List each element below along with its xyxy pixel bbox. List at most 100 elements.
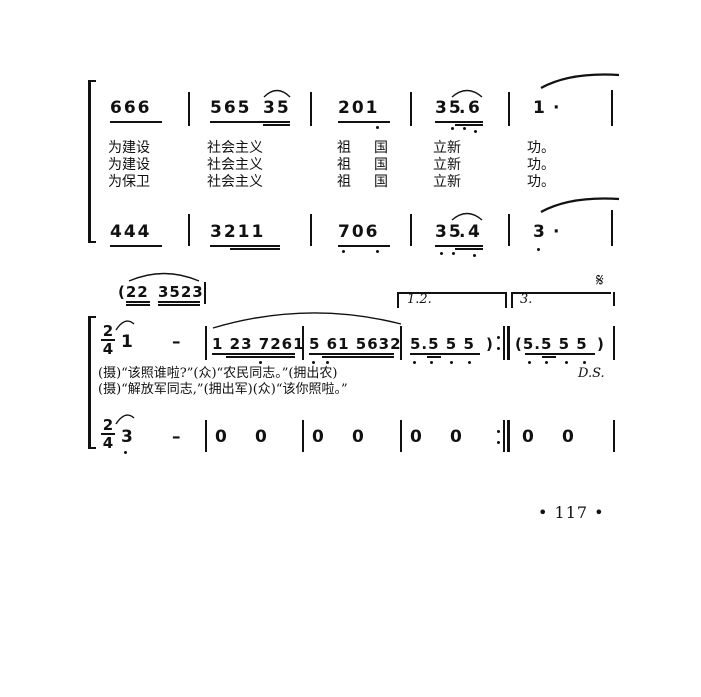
- note-dash: –: [172, 332, 183, 352]
- barline: [188, 214, 190, 246]
- volta-1-2-label: 1.2.: [407, 292, 432, 307]
- volta-3-right: [613, 292, 615, 306]
- barline: [400, 326, 402, 360]
- barline: [410, 214, 412, 246]
- segno-icon: 𝄋: [596, 270, 604, 291]
- rest: 0: [352, 427, 366, 447]
- underline: [435, 245, 483, 247]
- spoken-dialogue: (摄)“该照谁啦?”(众)“农民同志。”(拥出农): [98, 366, 338, 381]
- rest: 0: [255, 427, 269, 447]
- note-dash: ·: [553, 222, 562, 242]
- time-sig-denominator: 4: [102, 433, 114, 452]
- lyric: 国: [374, 157, 388, 173]
- octave-dot: [124, 451, 127, 454]
- barline: [188, 92, 190, 126]
- octave-dot: [528, 361, 531, 364]
- lyric: 国: [374, 174, 388, 190]
- barline: [508, 92, 510, 126]
- underline: [427, 356, 441, 358]
- rest: 0: [410, 427, 424, 447]
- underline: [338, 245, 390, 247]
- barline: [611, 210, 613, 246]
- lyric: 社会主义: [207, 174, 263, 190]
- underline: [455, 124, 483, 126]
- octave-dot: [451, 127, 454, 130]
- underline: [455, 248, 483, 250]
- lyric: 立新: [433, 157, 461, 173]
- rest: 0: [312, 427, 326, 447]
- barline: [310, 92, 312, 126]
- grace-notes-3523: 3523: [158, 283, 204, 301]
- time-signature: 2 4: [101, 324, 115, 356]
- lyric: 立新: [433, 174, 461, 190]
- underline: [158, 304, 200, 306]
- note-group-565: 565: [210, 98, 252, 118]
- octave-dot: [440, 252, 443, 255]
- barline: [613, 326, 615, 360]
- slur: [263, 89, 291, 98]
- octave-dot: [430, 361, 433, 364]
- repeat-end-thick: [507, 420, 510, 452]
- underline: [338, 121, 390, 123]
- octave-dot: [537, 248, 540, 251]
- octave-dot: [468, 361, 471, 364]
- note-group-3211: 3211: [210, 222, 266, 242]
- note-group-706: 706: [338, 222, 380, 242]
- grace-bar: [204, 282, 206, 304]
- underline: [110, 121, 162, 123]
- octave-dot: [326, 361, 329, 364]
- note-3: 3: [121, 427, 135, 447]
- lyric: 国: [374, 140, 388, 156]
- volta-1-2-top: [397, 292, 507, 294]
- underline: [309, 353, 394, 355]
- note-group-5-61-5632: 5 61 5632: [309, 335, 402, 353]
- rest: 0: [562, 427, 576, 447]
- underline: [110, 245, 162, 247]
- note-group-5-5-5-5: 5.5 5 5: [410, 335, 475, 353]
- octave-dot: [376, 250, 379, 253]
- octave-dot: [583, 361, 586, 364]
- barline: [205, 420, 207, 452]
- octave-dot: [450, 361, 453, 364]
- octave-dot: [312, 361, 315, 364]
- volta-3-left: [511, 292, 513, 308]
- grace-slur: [128, 272, 200, 282]
- barline: [611, 90, 613, 126]
- volta-3-label: 3.: [520, 292, 533, 307]
- note-6: 6: [468, 98, 482, 118]
- time-signature: 2 4: [101, 418, 115, 450]
- note-dot: .: [459, 98, 468, 118]
- note-group-35-6: 35: [435, 98, 463, 118]
- system2-brace-bottom: [88, 447, 96, 449]
- lyric: 功。: [527, 174, 555, 190]
- underline: [410, 353, 480, 355]
- slur: [451, 212, 483, 221]
- underline: [435, 121, 483, 123]
- lyric: 祖: [337, 140, 351, 156]
- system1-brace-bottom: [88, 241, 96, 243]
- note-group-35: 35: [263, 98, 291, 118]
- lyric: 社会主义: [207, 140, 263, 156]
- barline: [400, 420, 402, 452]
- repeat-end-thin: [503, 420, 505, 452]
- underline: [322, 356, 394, 358]
- note-dash: –: [172, 427, 183, 447]
- lyric: 功。: [527, 157, 555, 173]
- underline: [263, 124, 290, 126]
- lyric: 祖: [337, 157, 351, 173]
- octave-dot: [413, 361, 416, 364]
- octave-dot: [452, 252, 455, 255]
- system1-brace-line: [88, 80, 91, 243]
- repeat-dot: [497, 347, 500, 350]
- tie: [115, 414, 135, 425]
- octave-dot: [474, 130, 477, 133]
- note-dot: .: [459, 222, 468, 242]
- system2-brace-line: [88, 316, 91, 449]
- underline: [126, 304, 150, 306]
- time-sig-denominator: 4: [102, 339, 114, 358]
- volta-1-2-left: [397, 292, 399, 308]
- octave-dot: [545, 361, 548, 364]
- octave-dot: [259, 361, 262, 364]
- note-group-1-23-7261: 1 23 7261: [212, 335, 305, 353]
- octave-dot: [473, 254, 476, 257]
